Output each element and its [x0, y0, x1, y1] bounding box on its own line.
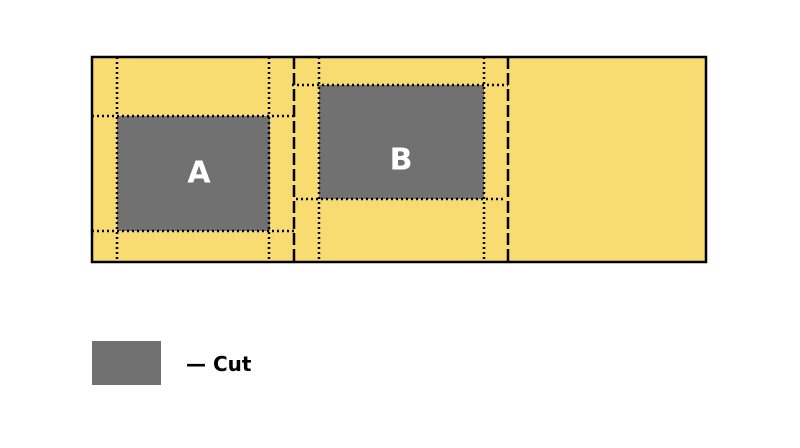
cut-piece-a	[117, 116, 270, 231]
dotted-guides	[92, 57, 508, 262]
dashed-dividers	[292, 57, 510, 262]
legend-swatch-cut	[92, 341, 161, 385]
piece-b-label: B	[390, 143, 413, 178]
legend-label-cut: — Cut	[186, 352, 252, 376]
sheet-border	[90, 55, 708, 264]
piece-a-label: A	[187, 156, 211, 191]
cut-piece-b	[319, 85, 484, 199]
